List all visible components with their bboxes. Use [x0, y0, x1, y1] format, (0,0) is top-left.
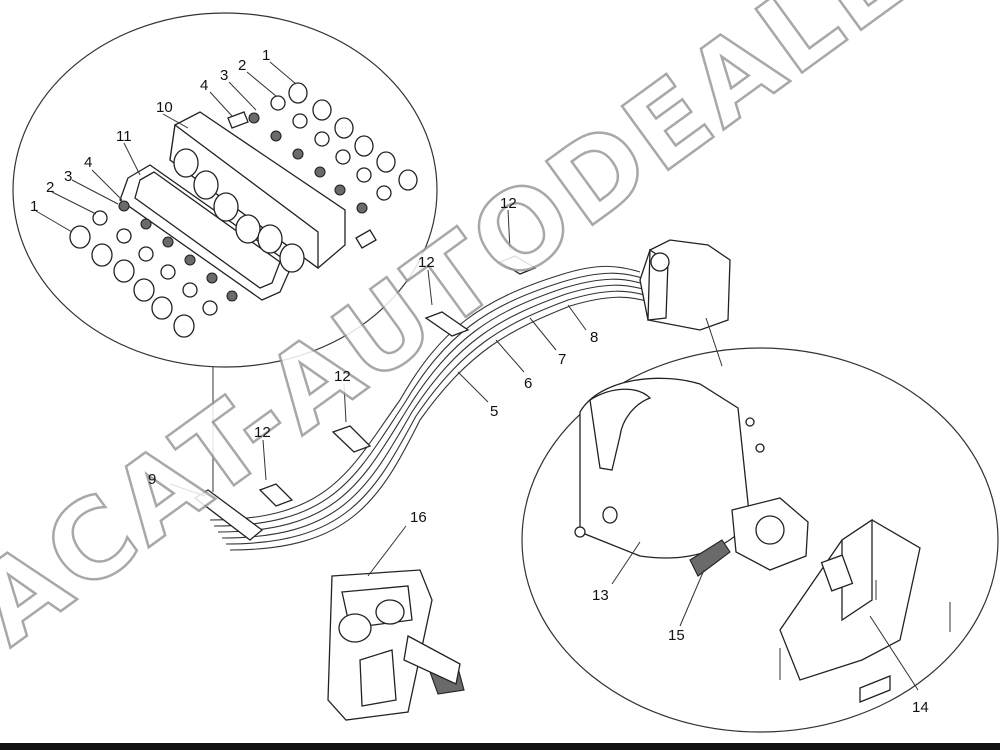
callout-12-upper: 12 [418, 254, 435, 271]
callout-4-left: 4 [84, 154, 92, 171]
gasket-plate [119, 164, 293, 301]
callout-5: 5 [490, 403, 498, 420]
fittings-left [69, 200, 238, 338]
connector-body [169, 111, 346, 273]
control-lever [689, 497, 809, 577]
callout-3-left: 3 [64, 168, 72, 185]
callout-6: 6 [524, 375, 532, 392]
callout-15: 15 [668, 627, 685, 644]
callout-12-middle: 12 [334, 368, 351, 385]
callout-10: 10 [156, 99, 173, 116]
callout-12-top: 12 [500, 195, 517, 212]
callout-labels: 1 2 3 4 10 11 1 2 3 4 12 12 12 12 5 6 7 … [30, 47, 929, 716]
pedal-valve [327, 525, 465, 721]
valve-cover [574, 377, 765, 559]
callout-8: 8 [590, 329, 598, 346]
callout-1-left: 1 [30, 198, 38, 215]
connector-block-9 [169, 483, 264, 541]
connector-detail-view [12, 12, 438, 492]
callout-2-right: 2 [238, 57, 246, 74]
callout-9: 9 [148, 471, 156, 488]
bottom-border [0, 743, 1000, 750]
callout-leaders-tubes [457, 304, 587, 403]
callout-1-right: 1 [262, 47, 270, 64]
callout-14: 14 [912, 699, 929, 716]
callout-13: 13 [592, 587, 609, 604]
callout-12-lower: 12 [254, 424, 271, 441]
callout-leaders-detail [35, 61, 297, 233]
callout-3-right: 3 [220, 67, 228, 84]
fittings-right [227, 82, 418, 249]
tube-clamps [258, 209, 537, 507]
tube-bundle [209, 265, 651, 551]
callout-16: 16 [410, 509, 427, 526]
callout-2-left: 2 [46, 179, 54, 196]
callout-11: 11 [116, 128, 132, 145]
callout-7: 7 [558, 351, 566, 368]
callout-4-right: 4 [200, 77, 208, 94]
control-valve-small [639, 239, 731, 367]
valve-detail-view [521, 347, 999, 733]
